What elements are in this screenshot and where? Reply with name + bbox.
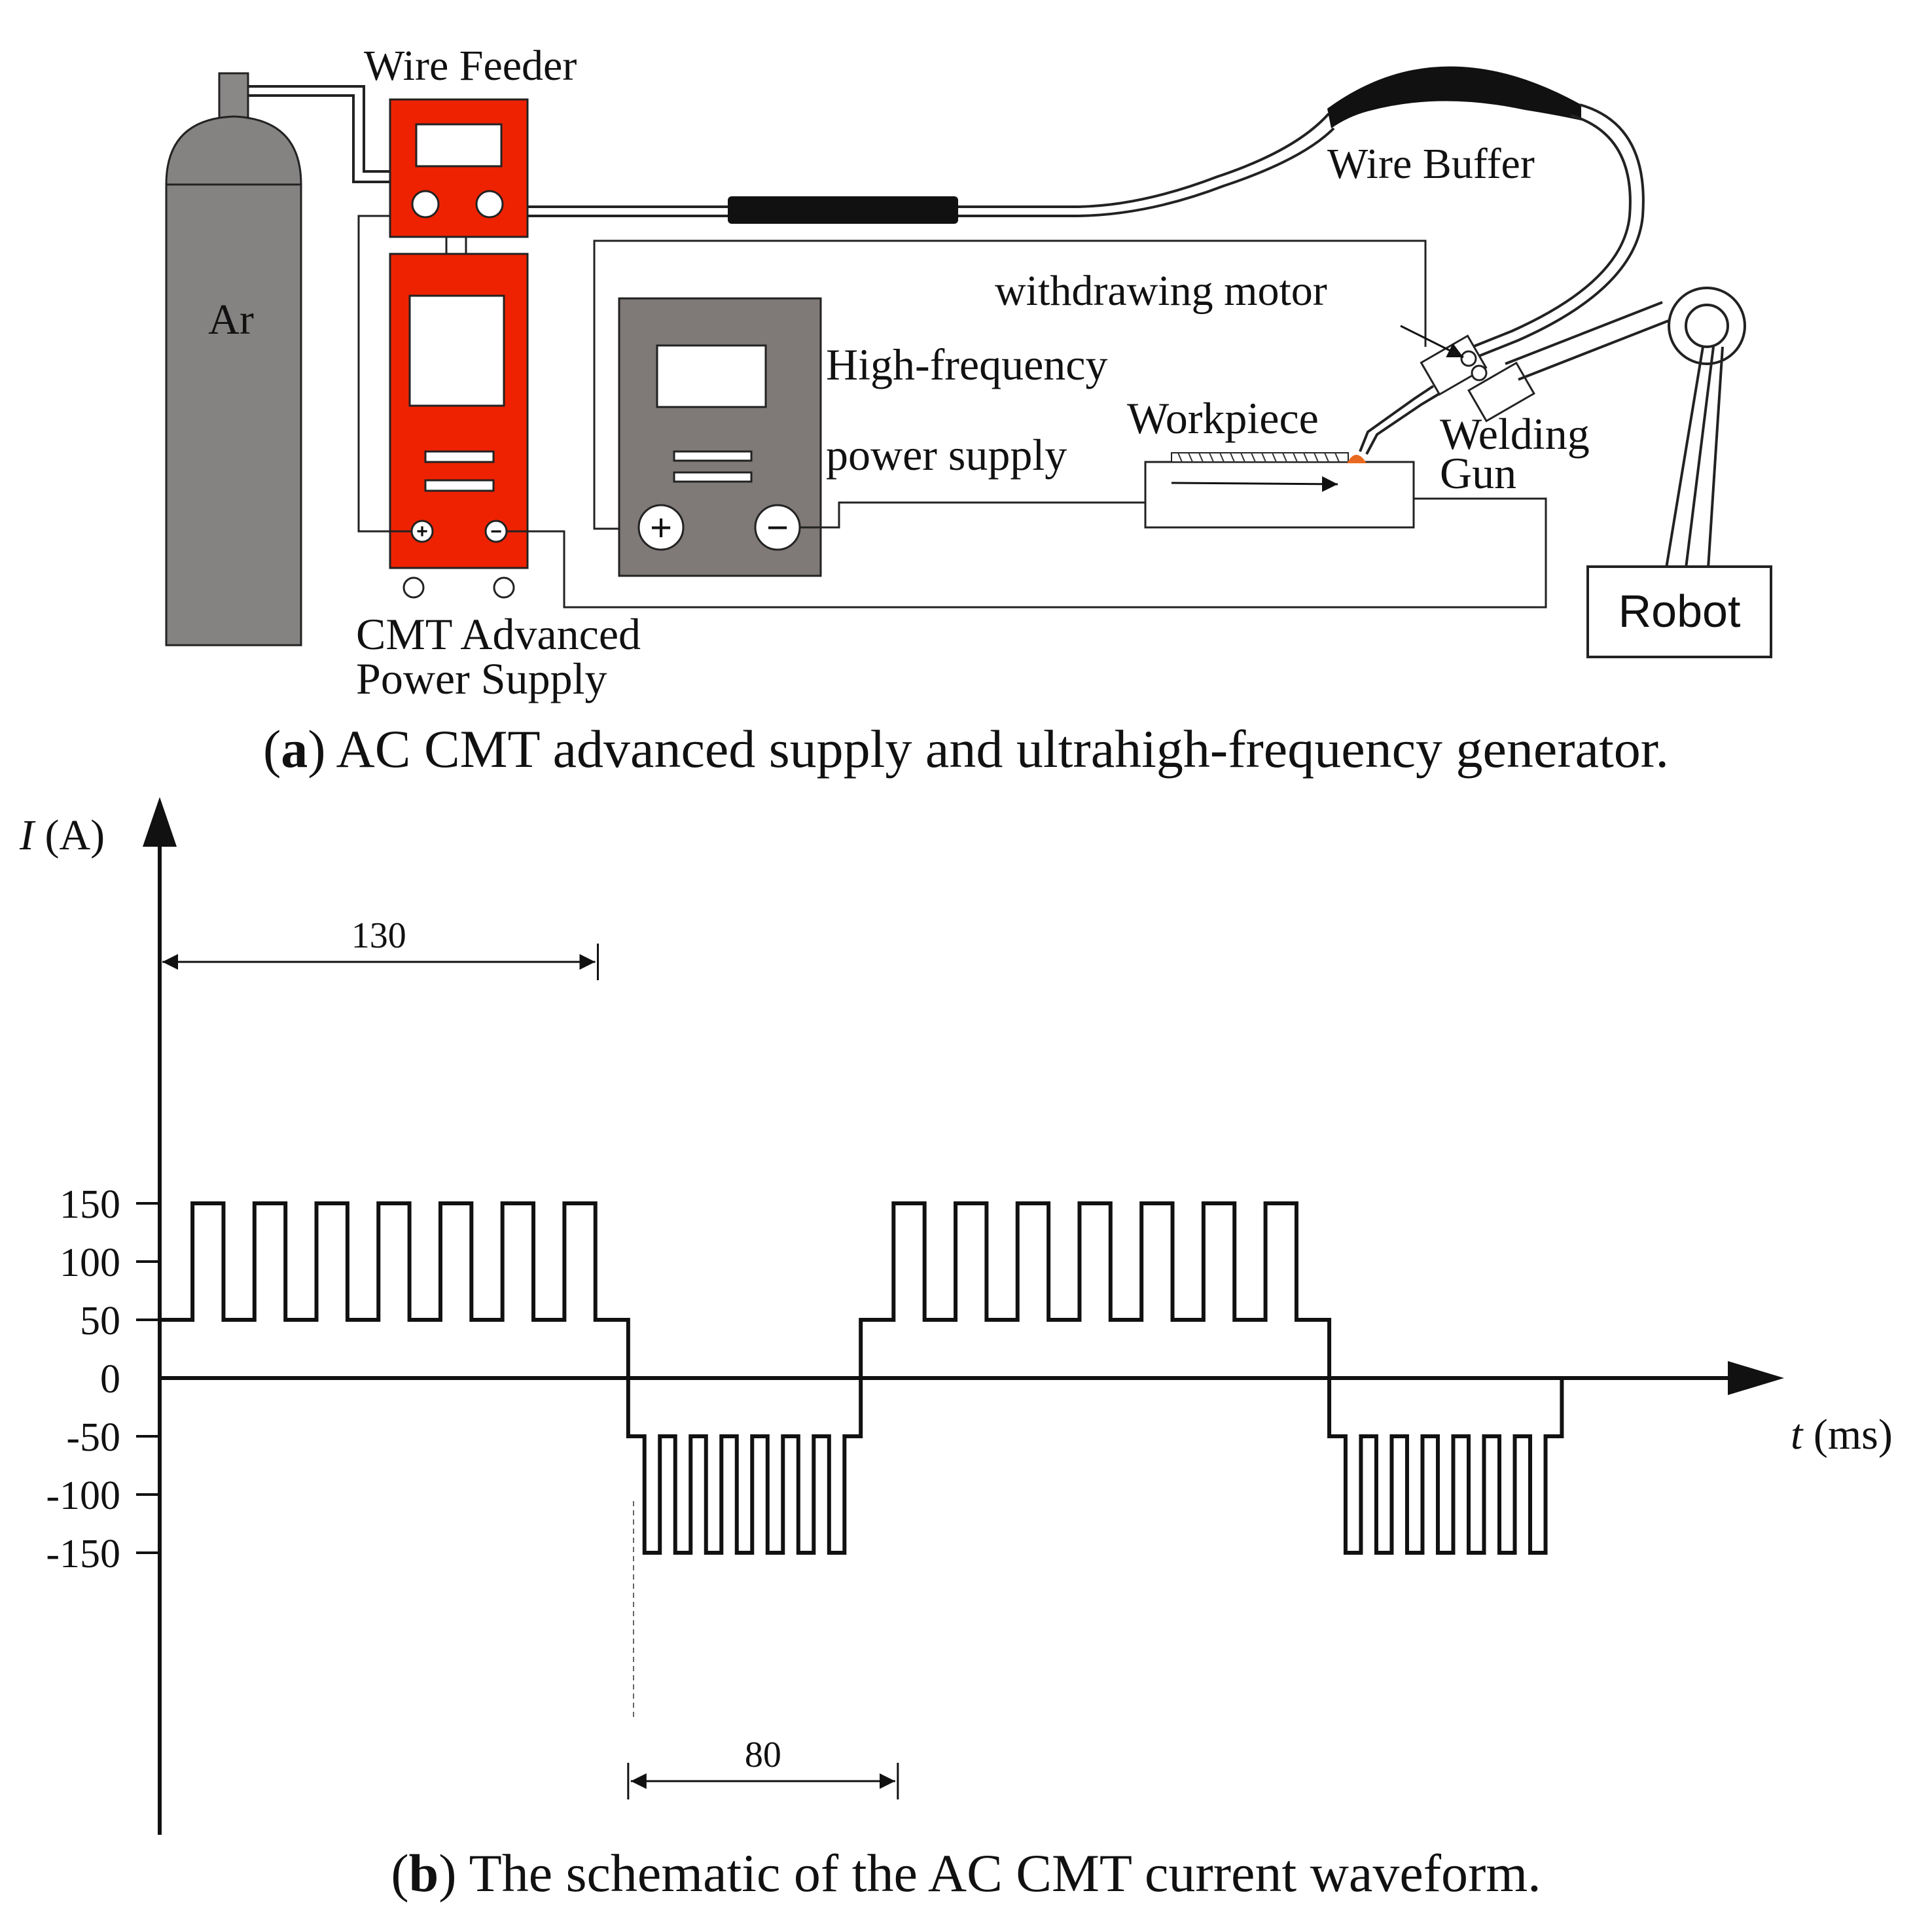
- caption-b: (b) The schematic of the AC CMT current …: [391, 1843, 1541, 1903]
- y-tick-label: 150: [60, 1182, 120, 1227]
- wire-hose: [528, 113, 1335, 224]
- y-tick-label: 100: [60, 1241, 120, 1285]
- hf-to-workpiece-cable: [800, 501, 1145, 529]
- robot-label: Robot: [1619, 586, 1741, 637]
- ground-cable: [507, 497, 1547, 609]
- withdrawing-motor-label: withdrawing motor: [995, 267, 1327, 315]
- welding-gun-label-line1: Welding: [1440, 409, 1590, 459]
- cmt-minus-terminal: −: [490, 521, 502, 542]
- robot-box: Robot: [1586, 565, 1772, 658]
- equipment-diagram: Ar Wire Feeder + −: [165, 42, 1772, 703]
- wire-buffer: Wire Buffer: [1327, 66, 1645, 360]
- hf-minus-terminal: −: [766, 506, 789, 549]
- cylinder-label: Ar: [208, 296, 254, 344]
- dimension-label: 130: [351, 915, 406, 956]
- hf-supply-label-line1: High-frequency: [826, 340, 1107, 389]
- y-tick-label: -50: [66, 1415, 120, 1460]
- caption-a: (a) AC CMT advanced supply and ultrahigh…: [263, 719, 1669, 779]
- wire-feeder: Wire Feeder: [364, 42, 577, 238]
- wire-buffer-label: Wire Buffer: [1327, 140, 1535, 188]
- welding-gun-label-line2: Gun: [1440, 448, 1516, 498]
- cmt-plus-terminal: +: [416, 521, 428, 542]
- current-waveform: [158, 1201, 1564, 1555]
- dimension-annotations: 130 80: [158, 915, 899, 1799]
- dimension-label: 80: [745, 1735, 781, 1775]
- argon-cylinder: Ar: [165, 72, 302, 646]
- x-axis-label: t (ms): [1791, 1411, 1893, 1459]
- robot-arm: [1505, 287, 1746, 569]
- workpiece-label: Workpiece: [1127, 393, 1319, 443]
- x-axis: [160, 1361, 1784, 1395]
- y-tick-label: 50: [80, 1299, 120, 1343]
- cmt-advanced-power-supply: + − CMT Advanced Power Supply: [356, 253, 641, 703]
- gas-hose: [248, 85, 391, 183]
- hf-plus-terminal: +: [650, 506, 672, 549]
- y-axis-label: I (A): [19, 811, 105, 859]
- wire-feeder-label: Wire Feeder: [364, 42, 577, 90]
- y-ticks: 150 100 50 0 -50 -100 -150: [46, 1182, 160, 1576]
- workpiece: Workpiece: [1127, 393, 1415, 529]
- waveform-chart: 150 100 50 0 -50 -100 -150 130 80 I (A) t (ms): [19, 797, 1893, 1835]
- y-tick-label: -150: [46, 1532, 120, 1576]
- y-tick-label: -100: [46, 1474, 120, 1518]
- hf-cable: [593, 239, 1427, 530]
- cmt-supply-label-line2: Power Supply: [356, 654, 607, 703]
- y-tick-label: 0: [100, 1357, 120, 1402]
- withdrawing-motor-callout: withdrawing motor: [995, 267, 1464, 359]
- feeder-to-supply-cable: [357, 215, 412, 533]
- cmt-supply-label-line1: CMT Advanced: [356, 609, 641, 659]
- high-frequency-power-supply: + − High-frequency power supply: [618, 297, 1107, 577]
- hf-supply-label-line2: power supply: [826, 430, 1067, 480]
- welding-gun: Welding Gun: [1359, 334, 1590, 498]
